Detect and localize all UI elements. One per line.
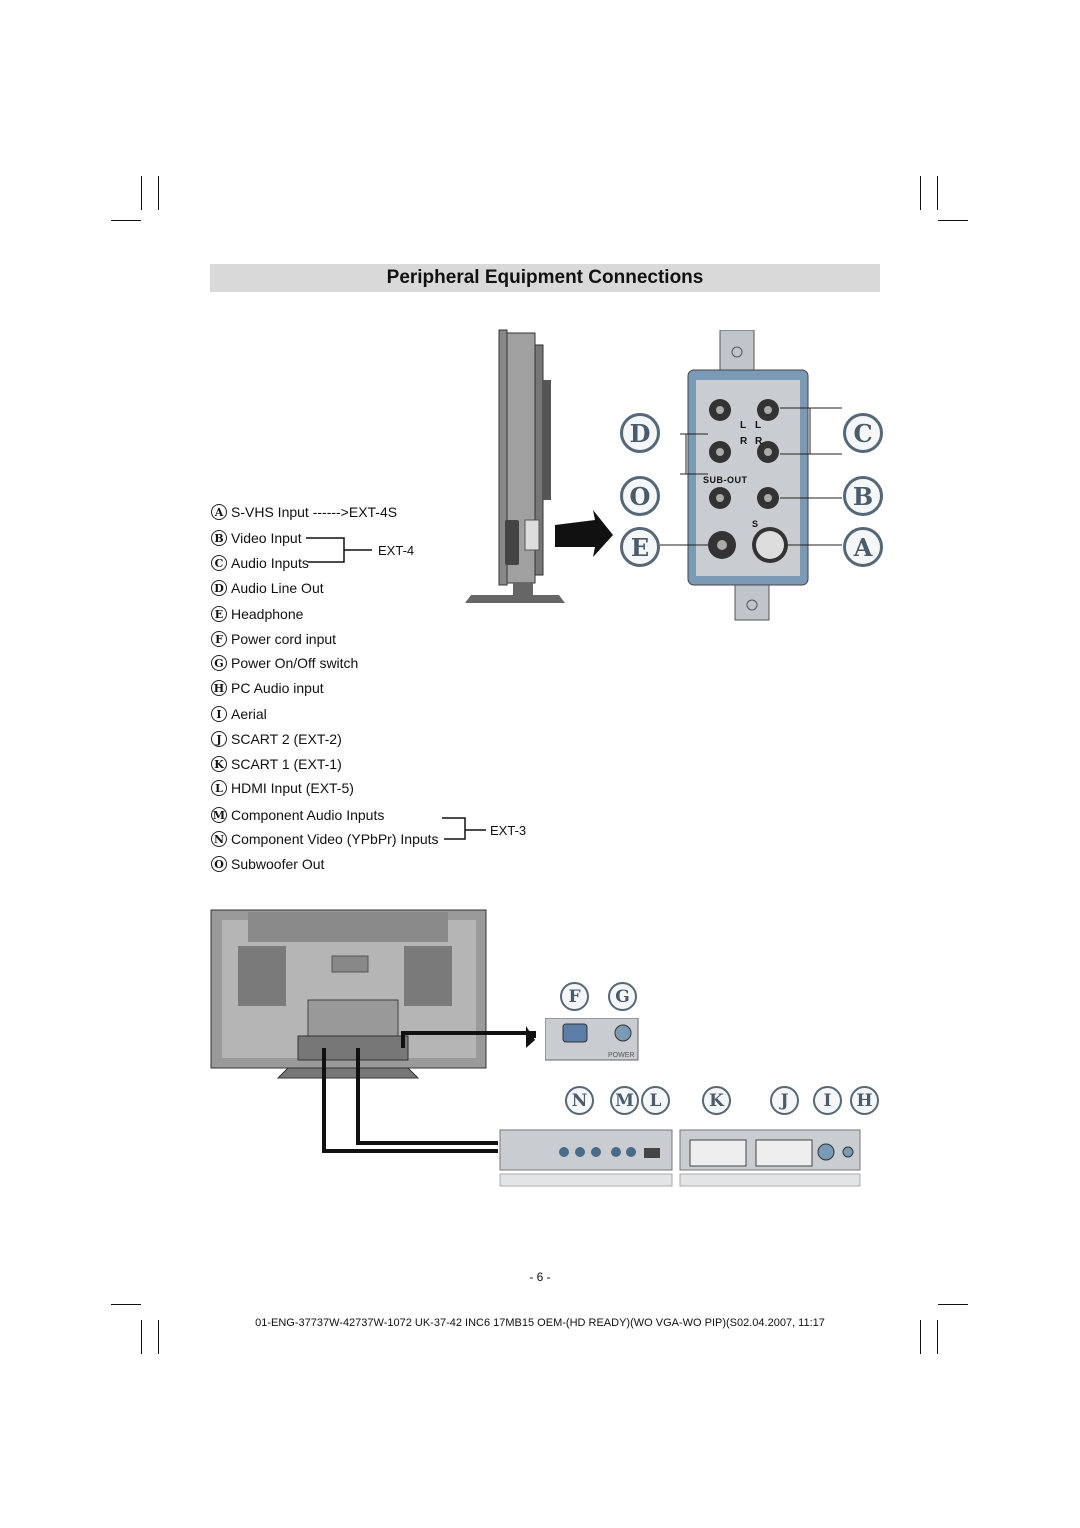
legend-text: SCART 1 (EXT-1) bbox=[231, 756, 342, 772]
badge-b: B bbox=[211, 530, 227, 546]
marker-m: M bbox=[610, 1086, 639, 1115]
marker-g: G bbox=[608, 982, 637, 1011]
badge-h: H bbox=[211, 680, 227, 696]
badge-c: C bbox=[211, 555, 227, 571]
tv-side-view bbox=[465, 329, 613, 603]
legend-text: Component Video (YPbPr) Inputs bbox=[231, 831, 439, 847]
group-brackets bbox=[306, 537, 486, 840]
legend-text: PC Audio input bbox=[231, 680, 324, 696]
power-panel bbox=[545, 1018, 639, 1061]
port-label-r2: R bbox=[755, 436, 763, 447]
marker-n: N bbox=[565, 1086, 594, 1115]
print-footer: 01-ENG-37737W-42737W-1072 UK-37-42 INC6 … bbox=[255, 1317, 825, 1329]
port-label-l: L bbox=[740, 420, 747, 431]
badge-j: J bbox=[211, 731, 227, 747]
badge-o: O bbox=[211, 856, 227, 872]
marker-b: B bbox=[843, 476, 883, 516]
marker-k: K bbox=[702, 1086, 731, 1115]
badge-i: I bbox=[211, 706, 227, 722]
legend-text: Audio Line Out bbox=[231, 580, 324, 596]
legend-text: Component Audio Inputs bbox=[231, 807, 385, 823]
page-title: Peripheral Equipment Connections bbox=[210, 264, 880, 292]
badge-g: G bbox=[211, 655, 227, 671]
rear-connector-panel bbox=[499, 1129, 861, 1187]
port-label-r: R bbox=[740, 436, 748, 447]
power-label: POWER bbox=[608, 1052, 635, 1059]
port-label-l2: L bbox=[755, 420, 762, 431]
legend-text: HDMI Input (EXT-5) bbox=[231, 780, 354, 796]
legend-text: SCART 2 (EXT-2) bbox=[231, 731, 342, 747]
legend-text: Subwoofer Out bbox=[231, 856, 325, 872]
marker-l: L bbox=[641, 1086, 670, 1115]
legend-text: Audio Inputs bbox=[231, 555, 309, 571]
port-label-s: S bbox=[752, 519, 759, 529]
legend-text: S-VHS Input ------>EXT-4S bbox=[231, 504, 398, 520]
legend-text: Power On/Off switch bbox=[231, 655, 359, 671]
badge-d: D bbox=[211, 580, 227, 596]
badge-m: M bbox=[211, 807, 227, 823]
legend-text: Power cord input bbox=[231, 631, 337, 647]
marker-f: F bbox=[560, 982, 589, 1011]
badge-a: A bbox=[211, 504, 227, 520]
marker-i: I bbox=[813, 1086, 842, 1115]
legend-text: Headphone bbox=[231, 606, 304, 622]
tv-rear-view bbox=[210, 909, 536, 1153]
marker-h: H bbox=[850, 1086, 879, 1115]
badge-n: N bbox=[211, 831, 227, 847]
ext3-label: EXT-3 bbox=[490, 823, 527, 838]
badge-l: L bbox=[211, 780, 227, 796]
side-connector-panel bbox=[660, 330, 842, 621]
page-number: - 6 - bbox=[529, 1270, 551, 1284]
badge-e: E bbox=[211, 606, 227, 622]
marker-d: D bbox=[620, 413, 660, 453]
marker-e: E bbox=[620, 527, 660, 567]
ext4-label: EXT-4 bbox=[378, 543, 415, 558]
marker-a: A bbox=[843, 527, 883, 567]
sub-out-label: SUB-OUT bbox=[703, 475, 748, 485]
marker-o: O bbox=[620, 476, 660, 516]
legend-text: Video Input bbox=[231, 530, 302, 546]
legend-text: Aerial bbox=[231, 706, 267, 722]
marker-j: J bbox=[770, 1086, 799, 1115]
marker-c: C bbox=[843, 413, 883, 453]
badge-k: K bbox=[211, 756, 227, 772]
badge-f: F bbox=[211, 631, 227, 647]
